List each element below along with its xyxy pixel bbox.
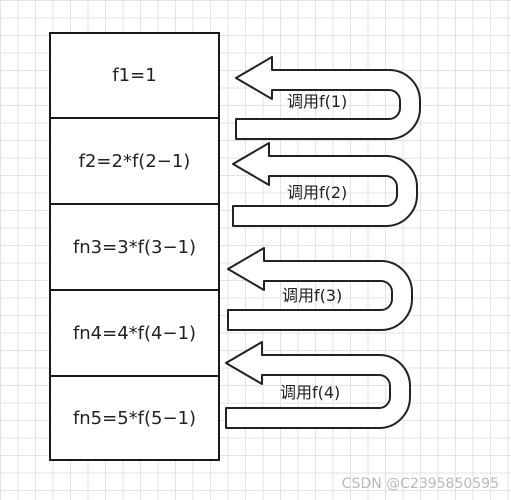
stack-frame-label: fn5=5*f(5−1) bbox=[72, 407, 197, 429]
call-arrow-3: 调用f(3) bbox=[227, 247, 413, 331]
u-turn-arrow-icon bbox=[232, 142, 418, 227]
call-arrow-label: 调用f(1) bbox=[287, 92, 347, 111]
u-turn-arrow-icon bbox=[227, 247, 413, 331]
watermark: CSDN @C2395850595 bbox=[341, 476, 499, 492]
stack-frame-fn3: fn3=3*f(3−1) bbox=[49, 203, 220, 291]
u-turn-arrow-icon bbox=[235, 56, 421, 140]
call-arrow-2: 调用f(2) bbox=[232, 142, 418, 227]
call-arrow-label: 调用f(3) bbox=[282, 286, 342, 305]
stack-frame-label: fn4=4*f(4−1) bbox=[72, 322, 197, 344]
call-arrow-4: 调用f(4) bbox=[225, 341, 411, 429]
u-turn-arrow-icon bbox=[225, 341, 411, 429]
stack-frame-label: fn3=3*f(3−1) bbox=[72, 236, 197, 258]
call-arrow-1: 调用f(1) bbox=[235, 56, 421, 140]
call-arrow-label: 调用f(2) bbox=[287, 183, 347, 202]
stack-frame-label: f1=1 bbox=[112, 65, 157, 86]
call-arrow-label: 调用f(4) bbox=[280, 383, 340, 402]
stack-frame-label: f2=2*f(2−1) bbox=[78, 150, 191, 172]
stack-frame-f1: f1=1 bbox=[49, 32, 220, 119]
stack-frame-fn5: fn5=5*f(5−1) bbox=[49, 375, 220, 461]
